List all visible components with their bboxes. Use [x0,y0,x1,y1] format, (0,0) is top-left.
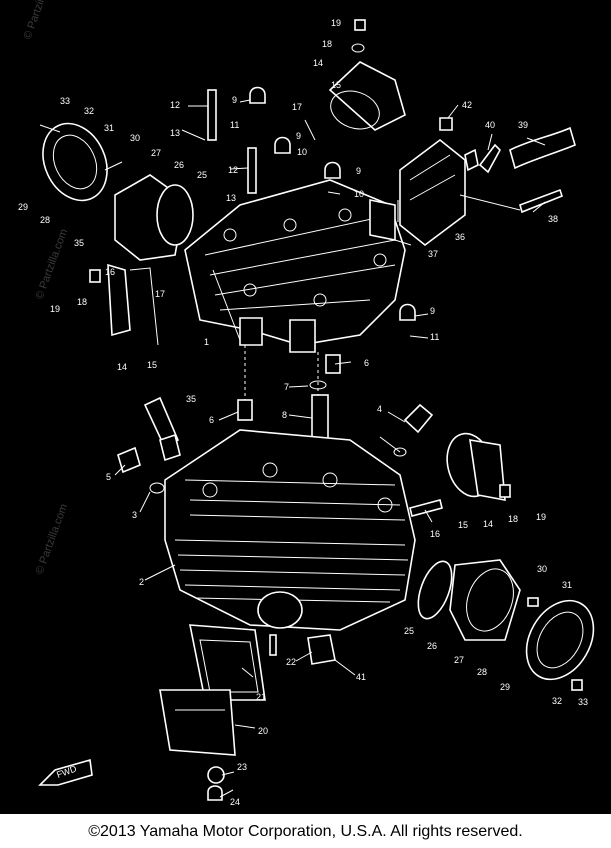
watermark-mid-left: © Partzilla.com [34,227,71,301]
fasteners-top [89,19,416,321]
callout-26b: 26 [427,641,437,651]
callout-20: 20 [258,726,268,736]
callout-9b: 9 [296,131,301,141]
fwd-arrow: FWD [38,758,93,786]
callout-9d: 9 [430,306,435,316]
callout-13: 13 [170,128,180,138]
callout-14c: 14 [483,519,493,529]
top-intake-boot [328,61,406,131]
callout-31b: 31 [562,580,572,590]
callout-35b: 35 [74,238,84,248]
callout-16b: 16 [430,529,440,539]
callout-8: 8 [282,410,287,420]
callout-30b: 30 [537,564,547,574]
callout-15b: 15 [147,360,157,370]
callout-32: 32 [84,106,94,116]
callout-37: 37 [428,249,438,259]
callout-5: 5 [106,472,111,482]
bottom-cover-assembly [159,624,336,801]
copyright-notice: ©2013 Yamaha Motor Corporation, U.S.A. A… [88,823,523,840]
callout-10b: 10 [354,189,364,199]
callout-9c: 9 [356,166,361,176]
callout-13b: 13 [226,193,236,203]
callout-21: 21 [256,692,266,702]
callout-18c: 18 [508,514,518,524]
callout-6b: 6 [364,358,369,368]
callout-16: 16 [105,267,115,277]
callout-41: 41 [356,672,366,682]
leader-lines [114,99,546,798]
watermark-lower-left: © Partzilla.com [34,502,71,576]
callout-32b: 32 [552,696,562,706]
dowels-center [237,345,341,441]
callout-27: 27 [151,148,161,158]
callout-39: 39 [518,120,528,130]
right-boot-assembly [409,432,511,517]
callout-36: 36 [455,232,465,242]
callout-18: 18 [322,39,332,49]
callout-38: 38 [548,214,558,224]
cylinder-head-exploded-view: © Partzilla.com © Partzilla.com © Partzi… [18,0,595,807]
callout-25b: 25 [197,170,207,180]
callout-33: 33 [60,96,70,106]
camshaft-housing [184,179,406,353]
callout-15: 15 [331,80,341,90]
callout-15c: 15 [458,520,468,530]
callout-12: 12 [170,100,180,110]
callout-19c: 19 [536,512,546,522]
callout-42: 42 [462,100,472,110]
callout-23: 23 [237,762,247,772]
callout-6: 6 [209,415,214,425]
callout-labels: 1 2 3 4 5 6 6 7 8 9 9 9 9 10 10 11 11 12… [18,18,588,807]
callout-7: 7 [284,382,289,392]
watermark-top-left: © Partzilla.com [22,0,59,41]
callout-1: 1 [204,337,209,347]
spark-plugs [117,396,434,494]
callout-26: 26 [174,160,184,170]
callout-40: 40 [485,120,495,130]
callout-11b: 11 [430,332,439,342]
callout-10: 10 [297,147,307,157]
callout-28b: 28 [477,667,487,677]
callout-29b: 29 [500,682,510,692]
callout-14b: 14 [117,362,127,372]
callout-19b: 19 [50,304,60,314]
callout-2: 2 [139,577,144,587]
callout-25: 25 [404,626,414,636]
callout-9: 9 [232,95,237,105]
callout-12b: 12 [228,165,238,175]
callout-28: 28 [40,215,50,225]
left-side-cover-assembly [39,122,194,346]
callout-24: 24 [230,797,240,807]
callout-3: 3 [132,510,137,520]
callout-18b: 18 [77,297,87,307]
callout-33b: 33 [578,697,588,707]
callout-17b: 17 [155,289,165,299]
callout-14: 14 [313,58,323,68]
callout-22: 22 [286,657,296,667]
callout-17: 17 [292,102,302,112]
parts-diagram: © Partzilla.com © Partzilla.com © Partzi… [0,0,611,814]
callout-27b: 27 [454,655,464,665]
callout-19: 19 [331,18,341,28]
breather-assembly [369,117,576,247]
right-intake-assembly [417,559,595,691]
callout-31: 31 [104,123,114,133]
cylinder-head [164,429,416,631]
callout-29: 29 [18,202,28,212]
callout-11: 11 [230,120,239,130]
callout-30: 30 [130,133,140,143]
callout-35: 35 [186,394,196,404]
callout-4: 4 [377,404,382,414]
